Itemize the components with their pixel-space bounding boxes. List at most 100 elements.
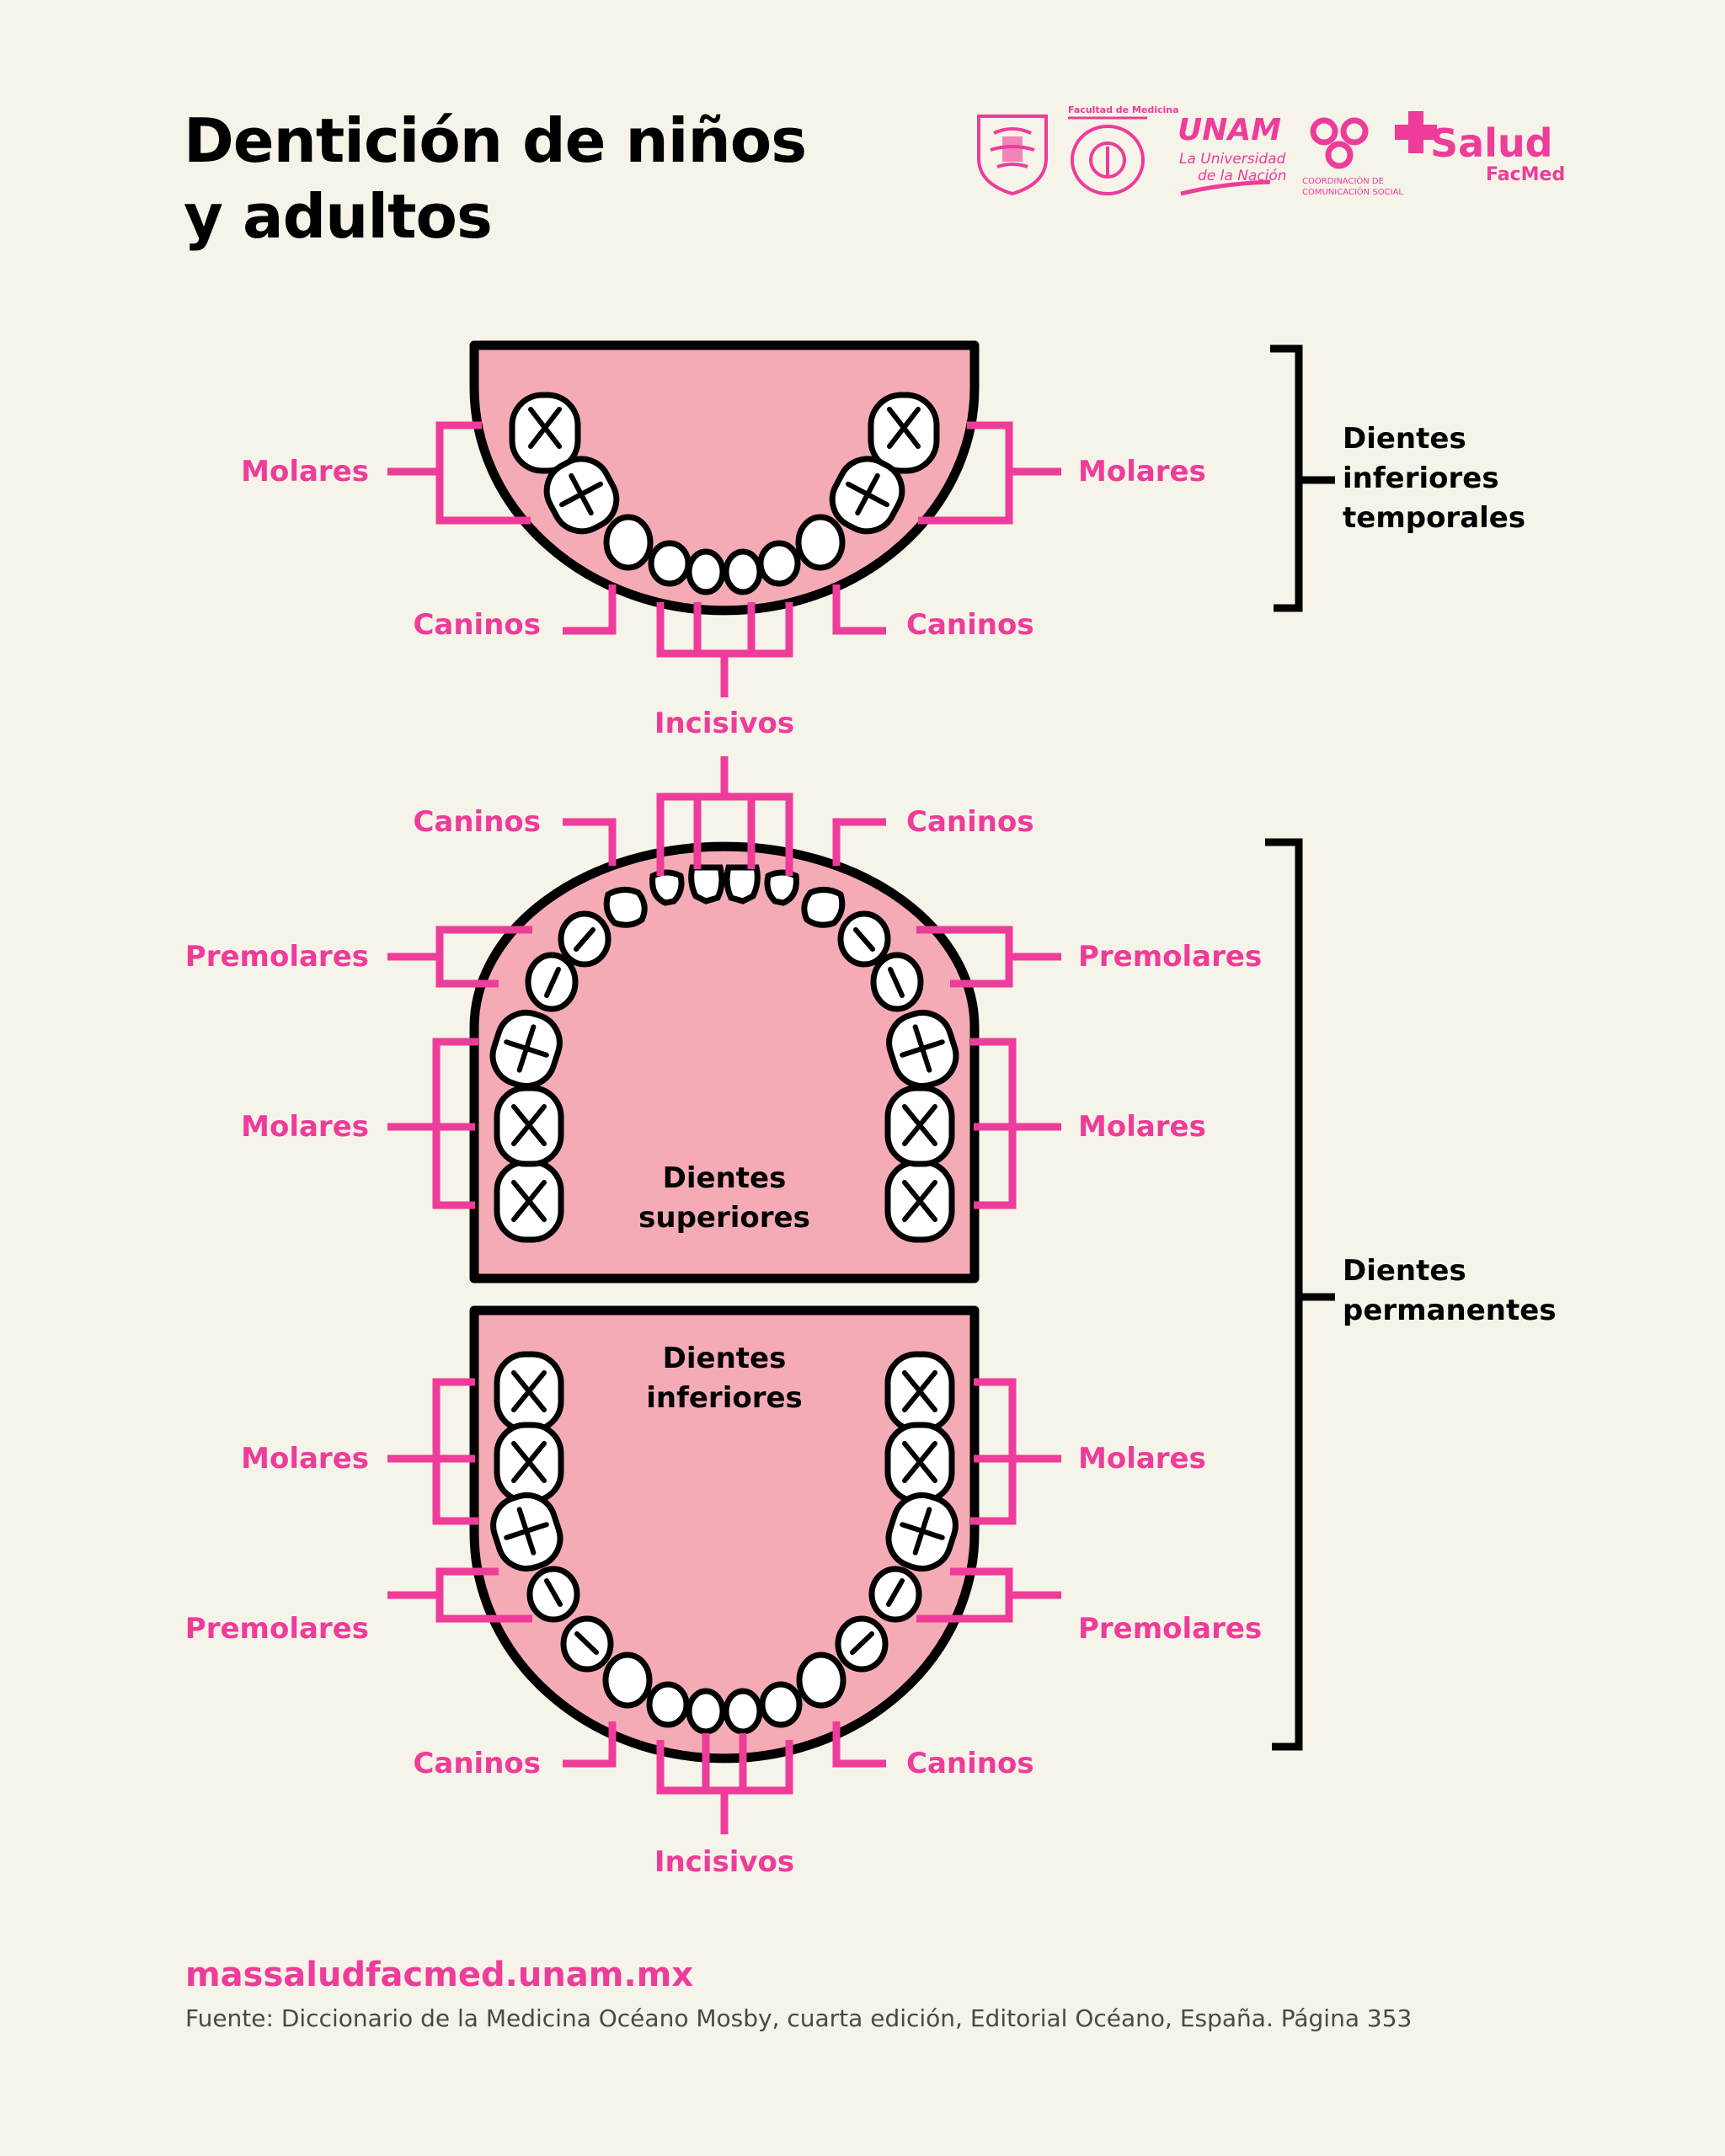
tooth-molar — [884, 1351, 955, 1433]
label-premolares: Premolares — [1078, 1612, 1262, 1646]
tooth-molar — [494, 1351, 564, 1433]
group-temporales-line-3: temporales — [1343, 501, 1525, 535]
permanent-upper-canine-left-callout: Caninos — [413, 805, 617, 866]
tooth-premolar — [835, 1615, 889, 1673]
tooth-premolar — [558, 910, 611, 968]
permanent-upper-molars-left-callout: Molares — [241, 1038, 478, 1209]
label-molares: Molares — [1078, 1110, 1206, 1144]
label-caninos: Caninos — [906, 805, 1034, 839]
coordinacion-line-2: COMUNICACIÓN SOCIAL — [1302, 186, 1403, 197]
unam-word: UNAM — [1178, 113, 1281, 147]
title-line-1: Dentición de niños — [184, 105, 807, 176]
permanent-lower-premolars-right-callout: Premolares — [916, 1567, 1262, 1646]
tooth-molar — [884, 1159, 955, 1243]
label-molares: Molares — [1078, 1442, 1206, 1476]
permanent-lower-arch: Dientes inferiores — [469, 1305, 980, 1764]
temporary-canine-right-callout: Caninos — [832, 584, 1034, 642]
permanent-lower-premolars-left-callout: Premolares — [185, 1567, 532, 1646]
temporary-lower-arch — [469, 340, 980, 616]
permanent-incisors-callout: Incisivos — [654, 1733, 794, 1879]
unam-slogan-logo: UNAM La Universidad de la Nación — [1178, 113, 1287, 196]
tooth-canine — [801, 887, 846, 928]
tooth-premolar — [560, 1615, 614, 1673]
tooth-incisor — [724, 864, 761, 905]
permanent-lower-canine-right-callout: Caninos — [832, 1721, 1034, 1780]
tooth-molar — [829, 456, 905, 535]
permanent-lower-molars-left-callout: Molares — [241, 1378, 478, 1525]
label-incisivos: Incisivos — [654, 707, 794, 740]
label-molares: Molares — [1078, 455, 1206, 488]
label-molares: Molares — [241, 455, 369, 488]
temporary-molars-right-callout: Molares — [918, 421, 1206, 525]
temporary-canine-left-callout: Caninos — [413, 584, 617, 642]
tooth-incisor — [764, 869, 799, 906]
tooth-molar — [494, 1422, 564, 1504]
bracket-permanentes: Dientes permanentes — [1265, 838, 1557, 1751]
tooth-premolar — [526, 1566, 580, 1623]
label-caninos: Caninos — [413, 1747, 541, 1780]
tooth-incisor — [649, 869, 685, 906]
tooth-canine — [603, 514, 654, 571]
arch-superiores-line-2: superiores — [638, 1201, 810, 1235]
temporary-molars-left-callout: Molares — [241, 421, 531, 525]
label-caninos: Caninos — [413, 805, 541, 839]
coordinacion-logo: COORDINACIÓN DE COMUNICACIÓN SOCIAL — [1302, 117, 1403, 197]
label-premolares: Premolares — [185, 1612, 369, 1646]
label-premolares: Premolares — [185, 940, 369, 974]
permanent-lower-molars-right-callout: Molares — [970, 1378, 1206, 1525]
tooth-premolar — [868, 1566, 922, 1623]
gum-temporary-lower — [469, 340, 980, 616]
label-premolares: Premolares — [1078, 940, 1262, 974]
tooth-molar — [490, 1492, 563, 1572]
bracket-temporales: Dientes inferiores temporales — [1270, 344, 1525, 612]
unam-slogan-1: La Universidad — [1179, 151, 1286, 168]
salud-word: Salud — [1430, 120, 1553, 166]
page-title: Dentición de niños y adultos — [184, 103, 807, 254]
tooth-incisor — [686, 1688, 726, 1735]
facultad-medicina-logo: Facultad de Medicina — [1068, 104, 1179, 195]
arch-superiores-line-1: Dientes — [663, 1161, 787, 1195]
tooth-incisor — [759, 1681, 803, 1728]
coordinacion-line-1: COORDINACIÓN DE — [1302, 175, 1384, 186]
tooth-canine — [795, 514, 846, 571]
label-molares: Molares — [241, 1442, 369, 1476]
tooth-incisor — [686, 548, 726, 595]
facmed-word: FacMed — [1486, 164, 1565, 185]
tooth-premolar — [525, 952, 579, 1012]
logos-bar: Facultad de Medicina UNAM La Universidad… — [977, 104, 1565, 197]
arch-inferiores-line-2: inferiores — [646, 1381, 803, 1415]
permanent-upper-premolars-left-callout: Premolares — [185, 926, 532, 988]
plus-icon — [1395, 111, 1437, 153]
group-permanentes-line-2: permanentes — [1343, 1294, 1557, 1327]
label-caninos: Caninos — [413, 608, 541, 642]
facultad-label: Facultad de Medicina — [1068, 104, 1179, 115]
salud-facmed-logo: Salud FacMed — [1395, 111, 1565, 185]
tooth-incisor — [646, 1681, 690, 1728]
tooth-canine — [603, 887, 648, 928]
tooth-molar — [886, 1009, 959, 1089]
tooth-premolar — [837, 910, 891, 968]
group-permanentes-line-1: Dientes — [1343, 1254, 1466, 1288]
title-line-2: y adultos — [184, 181, 493, 252]
source-citation: Fuente: Diccionario de la Medicina Océan… — [185, 2004, 1413, 2032]
tooth-molar — [884, 1085, 955, 1167]
tooth-canine — [796, 1652, 846, 1709]
permanent-upper-premolars-right-callout: Premolares — [916, 926, 1262, 988]
tooth-molar — [885, 1492, 959, 1572]
label-caninos: Caninos — [906, 608, 1034, 642]
tooth-incisor — [757, 540, 801, 587]
tooth-molar — [489, 1009, 563, 1089]
permanent-lower-canine-left-callout: Caninos — [413, 1721, 617, 1780]
group-temporales-line-1: Dientes — [1343, 422, 1466, 456]
tooth-molar — [509, 392, 581, 474]
tooth-molar — [543, 456, 620, 535]
group-temporales-line-2: inferiores — [1343, 462, 1499, 495]
tooth-premolar — [870, 952, 924, 1012]
tooth-molar — [494, 1085, 564, 1167]
tooth-incisor — [723, 548, 763, 595]
website-link[interactable]: massaludfacmed.unam.mx — [185, 1956, 694, 1994]
arch-inferiores-line-1: Dientes — [663, 1342, 787, 1375]
permanent-upper-canine-right-callout: Caninos — [832, 805, 1034, 866]
tooth-incisor — [648, 540, 692, 587]
